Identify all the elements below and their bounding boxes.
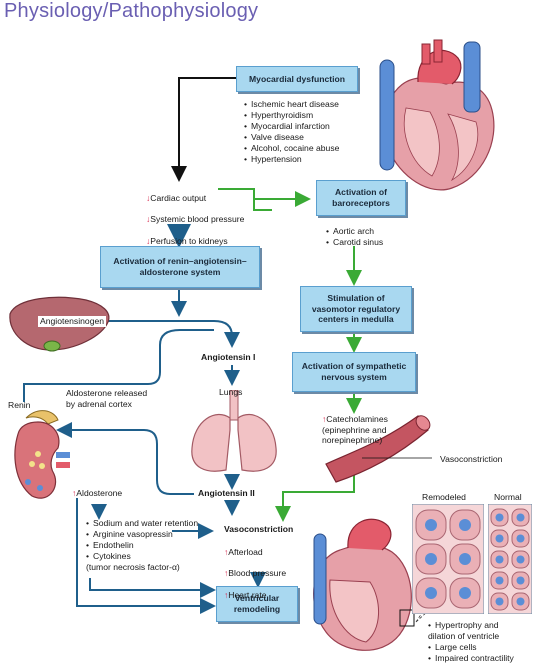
heart-illustration-bottom: [313, 518, 415, 651]
heart-illustration-top: [379, 39, 495, 191]
cause-item: Hyperthyroidism: [244, 110, 339, 121]
vasomotor-box: Stimulation of vasomotor regulatory cent…: [300, 286, 412, 332]
up-arrow-icon: ↑: [224, 589, 229, 600]
angiotensin-i-label: Angiotensin I: [201, 352, 256, 362]
up-arrow-icon: ↑: [224, 568, 229, 579]
decrease-item: ↓Cardiac output: [146, 192, 207, 203]
cause-item: Myocardial infarction: [244, 121, 339, 132]
up-arrow-icon: ↑: [322, 414, 327, 424]
arrow-dysfunction-to-decreases: [171, 77, 236, 182]
decrease-item: ↓Perfusion to kidneys: [146, 235, 228, 246]
up-arrow-icon: ↑: [72, 488, 77, 498]
vasoconstriction-heading: Vasoconstriction: [224, 524, 294, 534]
baroreceptors-box: Activation of baroreceptors: [316, 180, 406, 216]
effect-item: Arginine vasopressin: [86, 529, 198, 540]
cause-item: Alcohol, cocaine abuse: [244, 143, 339, 154]
sympathetic-box: Activation of sympathetic nervous system: [292, 352, 416, 392]
remodeled-tissue-illustration: [412, 504, 484, 614]
vasoconstriction-label: Vasoconstriction: [440, 454, 503, 464]
remodeling-effects-list: Hypertrophy and dilation of ventricle La…: [428, 620, 514, 664]
aldosterone-effects-list: Sodium and water retention Arginine vaso…: [86, 518, 198, 573]
decrease-item: ↓Systemic blood pressure: [146, 214, 245, 225]
kidney-illustration: [14, 410, 70, 499]
ventricular-remodeling-box: Ventricular remodeling: [216, 586, 298, 622]
arrow-catecholamines-to-vasoconstriction: [275, 460, 355, 522]
cause-item: Hypertension: [244, 154, 339, 165]
site-item: Carotid sinus: [326, 237, 383, 248]
normal-label: Normal: [494, 492, 522, 502]
vaso-effect-item: ↑Afterload: [224, 546, 263, 557]
raas-box: Activation of renin–angiotensin– aldoste…: [100, 246, 260, 288]
catecholamines-label: ↑Catecholamines (epinephrine and norepin…: [322, 414, 388, 446]
blood-vessel-illustration: [325, 415, 432, 483]
effect-item: Sodium and water retention: [86, 518, 198, 529]
aldosterone-label: ↑Aldosterone: [72, 488, 123, 498]
cause-item: Valve disease: [244, 132, 339, 143]
arrow-renin-to-angiotensin: [23, 329, 214, 402]
arrow-decreases-to-baroreceptors: [218, 189, 307, 210]
down-arrow-icon: ↓: [146, 235, 151, 246]
effect-item: Endothelin: [86, 540, 198, 551]
arrow-cytokines-to-remodeling: [89, 578, 216, 598]
site-item: Aortic arch: [326, 226, 383, 237]
down-arrow-icon: ↓: [146, 192, 151, 203]
lungs-label: Lungs: [219, 387, 243, 397]
remodeling-effect-item: Hypertrophy and dilation of ventricle: [428, 620, 514, 642]
angiotensin-ii-label: Angiotensin II: [198, 488, 255, 498]
myocardial-dysfunction-box: Myocardial dysfunction: [236, 66, 358, 92]
angiotensinogen-label: Angiotensinogen: [38, 316, 107, 327]
vaso-effect-item: ↑Heart rate: [224, 589, 267, 600]
down-arrow-icon: ↓: [146, 214, 151, 225]
remodeling-effect-item: Impaired contractility: [428, 653, 514, 664]
arrow-angiotensin-ii-to-adrenal: [56, 422, 194, 495]
effect-item: Cytokines (tumor necrosis factor-α): [86, 551, 198, 573]
cause-item: Ischemic heart disease: [244, 99, 339, 110]
vaso-effect-item: ↑Blood pressure: [224, 568, 287, 579]
remodeled-label: Remodeled: [422, 492, 466, 502]
decreases-list: ↓Cardiac output ↓Systemic blood pressure…: [146, 182, 244, 257]
arrow-aldosterone-to-remodeling: [76, 498, 216, 614]
remodeling-effect-item: Large cells: [428, 642, 514, 653]
normal-tissue-illustration: [488, 504, 532, 614]
renin-label: Renin: [8, 400, 31, 410]
page-title: Physiology/Pathophysiology: [4, 0, 259, 22]
aldosterone-released-label: Aldosterone released by adrenal cortex: [66, 388, 148, 409]
causes-list: Ischemic heart disease Hyperthyroidism M…: [244, 99, 339, 165]
up-arrow-icon: ↑: [224, 546, 229, 557]
vasoconstriction-effects-list: ↑Afterload ↑Blood pressure ↑Heart rate: [224, 536, 286, 611]
lungs-illustration: [191, 390, 277, 472]
arrow-angiotensinogen-to-angiotensin-i: [104, 320, 240, 348]
baroreceptor-sites-list: Aortic arch Carotid sinus: [326, 226, 383, 248]
